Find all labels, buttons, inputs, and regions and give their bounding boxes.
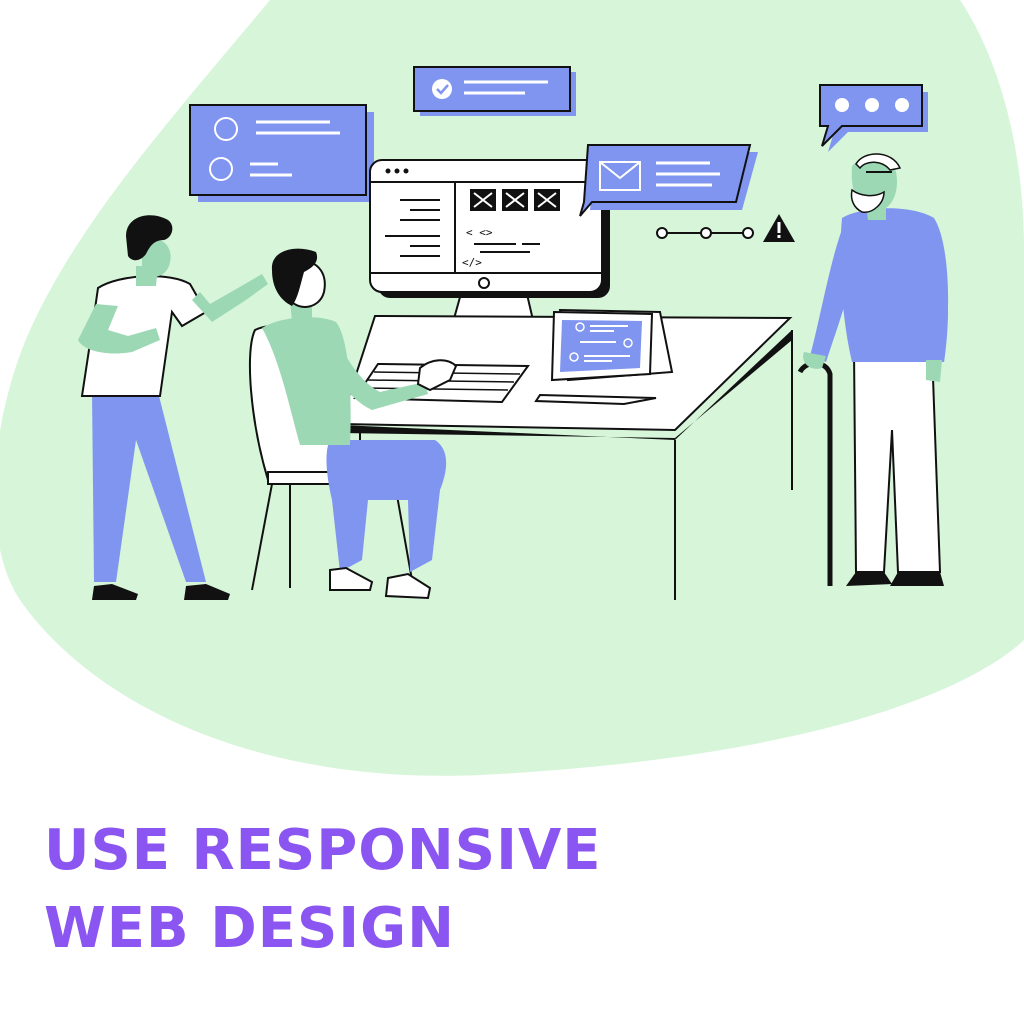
standing-person-left [78,215,268,600]
code-open-text: < <> [466,226,493,239]
radio-icon [209,157,233,181]
progress-slider [656,227,754,239]
chat-dots-icon [819,84,928,152]
hair [126,215,173,261]
check-icon [432,79,452,99]
warning-icon [763,214,795,242]
elderly-person [797,153,949,586]
hair [271,248,318,306]
radio-icon [214,117,238,141]
mail-card [579,144,758,217]
mail-icon [599,161,641,191]
hair [855,153,902,171]
image-placeholder-icon [470,189,496,211]
check-card [413,66,576,116]
power-button [478,277,490,289]
beard [850,188,885,213]
image-placeholder-icon [534,189,560,211]
image-placeholder-icon [502,189,528,211]
code-close-text: </> [462,256,482,269]
tablet [534,308,674,406]
headline-line-1: USE RESPONSIVE [44,818,602,883]
headline-line-2: WEB DESIGN [44,896,455,961]
options-card [189,104,374,202]
seated-person [248,248,458,600]
headline: USE RESPONSIVE WEB DESIGN [44,812,602,968]
